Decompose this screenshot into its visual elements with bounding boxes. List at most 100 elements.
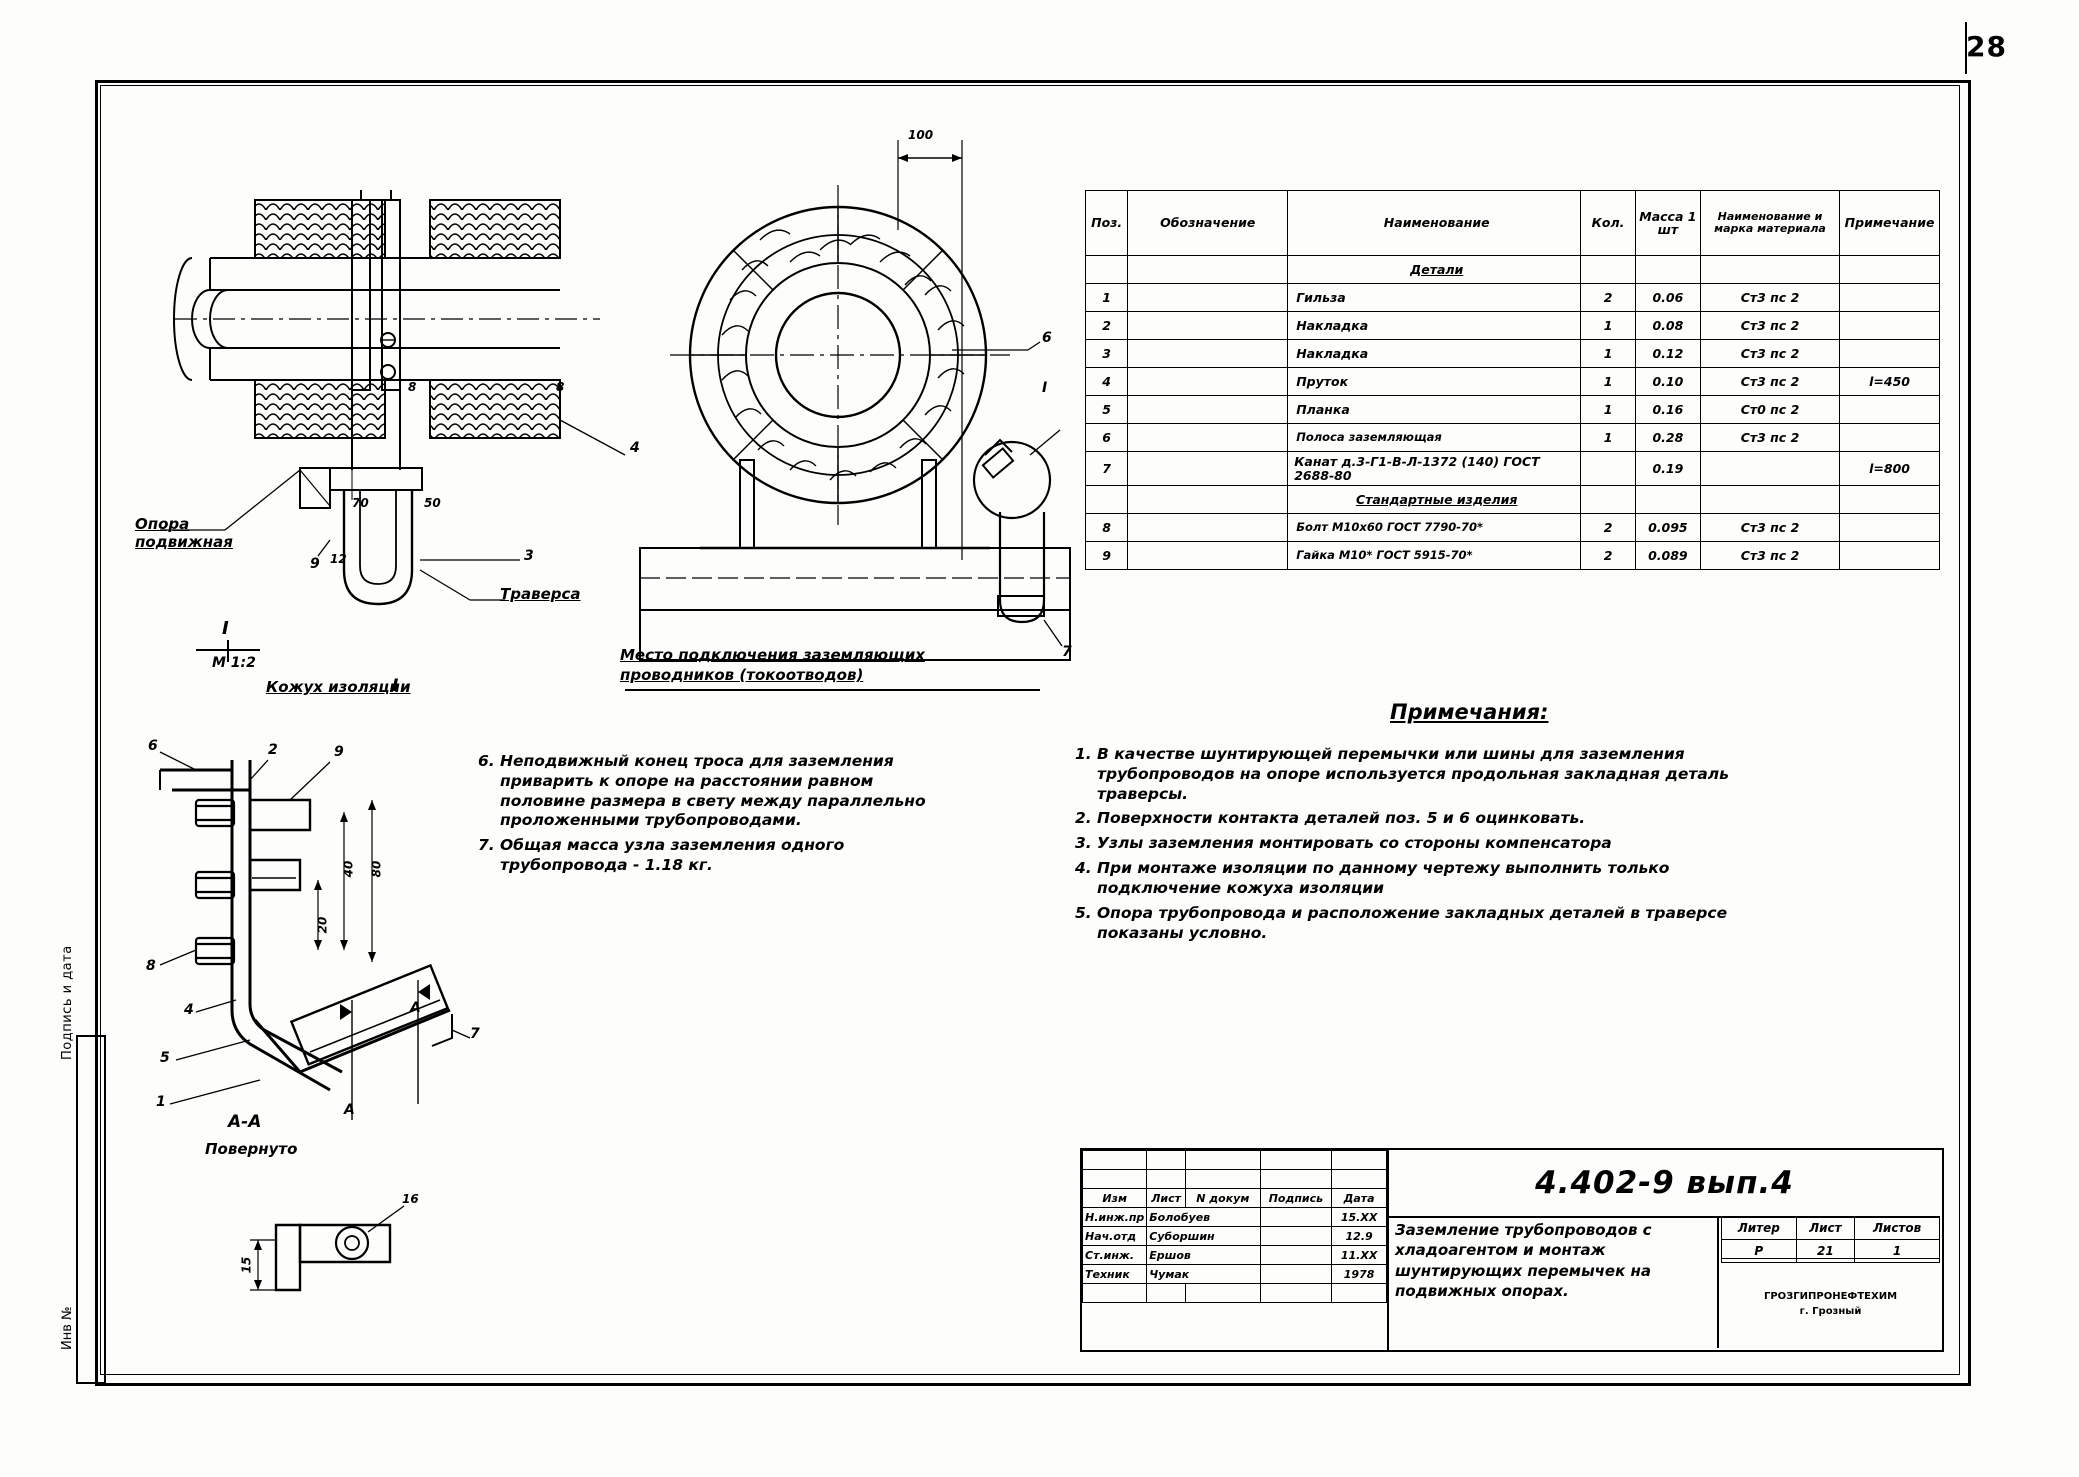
tb-cell	[1146, 1150, 1186, 1170]
tb-cell	[1259, 1150, 1333, 1170]
cell-name: Накладка	[1287, 311, 1582, 340]
section-marker-I: I	[222, 618, 229, 639]
cell-qty: 1	[1580, 339, 1636, 368]
table-row: 2 Накладка 1 0.08 Ст3 пс 2	[1084, 311, 1940, 340]
table-row: 7 Канат д.3-Г1-В-Л-1372 (140) ГОСТ 2688-…	[1084, 451, 1940, 486]
spec-col-pos: Поз.	[1084, 190, 1129, 256]
tb-name: Болобуев	[1146, 1207, 1261, 1227]
callout-4-bracket: 4	[184, 1002, 194, 1018]
cell-designation	[1127, 451, 1289, 486]
tb-blank-row	[1081, 1150, 1387, 1170]
note-number: 7.	[478, 836, 495, 855]
tb-col-data: Дата	[1331, 1188, 1387, 1208]
cell-mass	[1634, 485, 1701, 514]
table-row: 5 Планка 1 0.16 Ст0 пс 2	[1084, 395, 1940, 424]
sheet-frame-outer	[95, 80, 1971, 1386]
spec-section-row-standard: Стандартные изделия	[1084, 485, 1940, 514]
spec-col-name: Наименование	[1287, 190, 1582, 256]
cell-designation	[1127, 339, 1289, 368]
tb-cell	[1184, 1169, 1261, 1189]
cell-qty: 1	[1580, 395, 1636, 424]
cell-qty: 1	[1580, 311, 1636, 340]
tb-blank-row	[1081, 1283, 1387, 1303]
left-margin-column	[76, 1035, 106, 1384]
notes-heading: Примечания:	[1390, 700, 1549, 724]
section-letter-A-bottom: А	[344, 1102, 355, 1118]
cell-material: Ст3 пс 2	[1699, 423, 1841, 452]
cell-mass: 0.12	[1634, 339, 1701, 368]
cell-material	[1699, 485, 1841, 514]
tb-date: 1978	[1331, 1264, 1387, 1284]
tb-cell	[1081, 1150, 1148, 1170]
cell-pos: 9	[1084, 541, 1129, 570]
title-block: Изм Лист N докум Подпись Дата Н.инж.пр Б…	[1080, 1148, 1944, 1352]
callout-7: 7	[1062, 644, 1072, 660]
cell-designation	[1127, 367, 1289, 396]
cell-note	[1839, 541, 1940, 570]
sheet-frame-inner	[100, 85, 1960, 1375]
dim-80: 80	[369, 860, 384, 878]
cell-pos	[1084, 255, 1129, 284]
dim-100: 100	[908, 128, 934, 142]
tb-date: 15.XX	[1331, 1207, 1387, 1227]
cell-mass: 0.08	[1634, 311, 1701, 340]
cell-mass: 0.06	[1634, 283, 1701, 312]
tb-sign	[1259, 1226, 1333, 1246]
cell-note	[1839, 423, 1940, 452]
tb-sheet-value: 21	[1795, 1239, 1856, 1263]
tb-col-list: Лист	[1146, 1188, 1186, 1208]
cell-name: Пруток	[1287, 367, 1582, 396]
cell-note	[1839, 339, 1940, 368]
tb-sign	[1259, 1207, 1333, 1227]
cell-mass	[1634, 255, 1701, 284]
spec-col-note: Примечание	[1839, 190, 1940, 256]
callout-5: 5	[160, 1050, 170, 1066]
note-text: Узлы заземления монтировать со стороны к…	[1097, 834, 1612, 853]
title-block-right: Литер Лист Листов Р 21 1 ГРОЗГИПРОНЕФТЕХ…	[1721, 1216, 1940, 1348]
tb-cell	[1331, 1169, 1387, 1189]
note-item: 1. В качестве шунтирующей перемычки или …	[1075, 745, 1775, 804]
callout-9-bracket: 9	[334, 744, 344, 760]
cell-material: Ст3 пс 2	[1699, 513, 1841, 542]
note-number: 1.	[1075, 745, 1092, 763]
callout-2: 2	[268, 742, 278, 758]
drawing-title: Заземление трубопроводов с хладоагентом …	[1389, 1216, 1719, 1348]
organization-block: ГРОЗГИПРОНЕФТЕХИМ г. Грозный	[1721, 1258, 1940, 1348]
cell-material: Ст3 пс 2	[1699, 339, 1841, 368]
tb-cell	[1331, 1283, 1387, 1303]
page-number: 28	[1966, 30, 2007, 63]
cell-note	[1839, 485, 1940, 514]
note-number: 5.	[1075, 903, 1092, 922]
note-number: 4.	[1075, 859, 1092, 878]
note-item: 5. Опора трубопровода и расположение зак…	[1075, 904, 1775, 944]
cell-qty: 2	[1580, 283, 1636, 312]
cell-qty: 2	[1580, 513, 1636, 542]
note-text: Общая масса узла заземления одного трубо…	[500, 836, 845, 875]
cell-mass: 0.089	[1634, 541, 1701, 570]
cell-name: Полоса заземляющая	[1287, 423, 1582, 452]
tb-role: Техник	[1081, 1264, 1148, 1284]
section-marker-AA: А-А	[228, 1112, 262, 1132]
tb-name: Ершов	[1146, 1245, 1261, 1265]
cell-qty: 2	[1580, 541, 1636, 570]
cell-designation	[1127, 395, 1289, 424]
cell-designation	[1127, 485, 1289, 514]
cell-name: Накладка	[1287, 339, 1582, 368]
tb-col-izm: Изм	[1081, 1188, 1148, 1208]
cell-material: Ст3 пс 2	[1699, 541, 1841, 570]
callout-7-rod: 7	[470, 1026, 480, 1042]
cell-note	[1839, 513, 1940, 542]
note-text: Неподвижный конец троса для заземления п…	[500, 752, 926, 830]
tb-right-value-row: Р 21 1	[1721, 1239, 1940, 1263]
cell-material: Ст3 пс 2	[1699, 311, 1841, 340]
tb-cell	[1331, 1150, 1387, 1170]
cell-note	[1839, 283, 1940, 312]
table-row: 4 Пруток 1 0.10 Ст3 пс 2 l=450	[1084, 367, 1940, 396]
specification-table: Поз. Обозначение Наименование Кол. Масса…	[1084, 190, 1940, 570]
cell-pos: 7	[1084, 451, 1129, 486]
tb-name: Чумак	[1146, 1264, 1261, 1284]
tb-header-row: Изм Лист N докум Подпись Дата	[1081, 1188, 1387, 1208]
table-row: 9 Гайка М10* ГОСТ 5915-70* 2 0.089 Ст3 п…	[1084, 541, 1940, 570]
